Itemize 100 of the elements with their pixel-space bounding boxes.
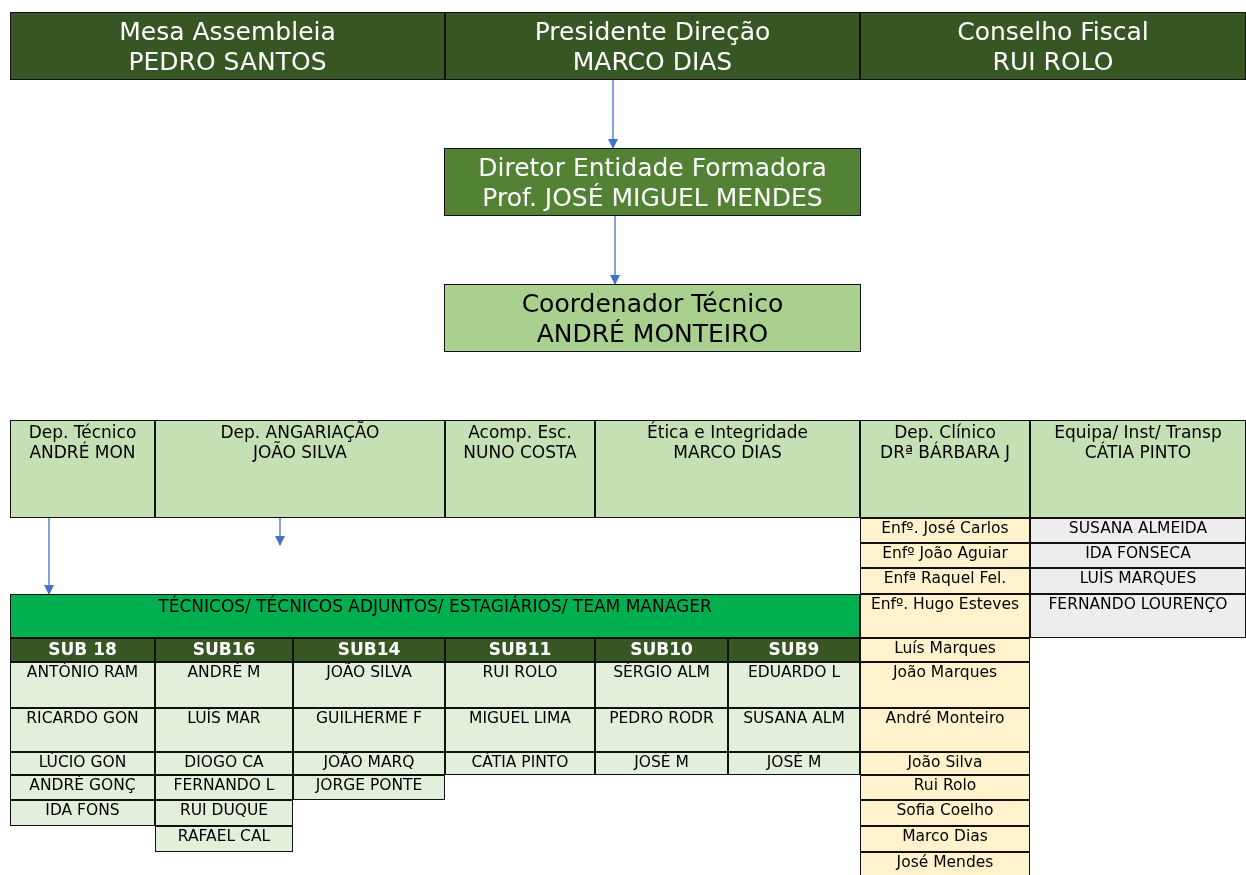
arrow — [610, 215, 620, 285]
person-name: RICARDO GON — [25, 709, 140, 728]
role-title: Acomp. Esc. — [467, 422, 573, 443]
person-name: RUI ROLO — [991, 47, 1115, 77]
person-name: João Marques — [891, 663, 999, 682]
role-title: Equipa/ Inst/ Transp — [1053, 422, 1223, 443]
clinical-staff-cell — [860, 518, 1030, 543]
person-name: CÁTIA PINTO — [1084, 442, 1192, 463]
coach-cell — [595, 708, 728, 752]
person-name: NUNO COSTA — [462, 442, 578, 463]
director-box — [444, 148, 861, 216]
department-box — [1030, 420, 1246, 518]
coach-cell — [293, 752, 445, 775]
coach-cell — [155, 662, 293, 708]
coach-cell — [595, 752, 728, 775]
person-name: SÉRGIO ALM — [612, 663, 711, 682]
person-name: IDA FONSECA — [1084, 544, 1192, 563]
person-name: SUSANA ALM — [742, 709, 846, 728]
person-name: FERNANDO L — [172, 776, 276, 795]
clinical-staff-cell — [860, 638, 1030, 662]
header-text: SUB 18 — [47, 639, 118, 660]
logistics-staff-cell — [1030, 568, 1246, 594]
person-name: JOÃO SILVA — [324, 663, 413, 682]
person-name: DIOGO CA — [183, 753, 265, 772]
person-name: Prof. JOSÉ MIGUEL MENDES — [481, 183, 824, 213]
coach-cell — [728, 708, 860, 752]
person-name: RAFAEL CAL — [176, 827, 272, 846]
arrow — [275, 517, 285, 546]
clinical-staff-cell — [860, 594, 1030, 638]
coach-cell — [595, 662, 728, 708]
person-name: LÚCIO GON — [37, 753, 128, 772]
person-name: DRª BÁRBARA J — [879, 442, 1011, 463]
coach-cell — [10, 662, 155, 708]
clinical-staff-cell — [860, 568, 1030, 594]
role-title: Dep. Clínico — [893, 422, 996, 442]
arrow — [44, 517, 54, 595]
person-name: Enfº João Aguiar — [881, 544, 1009, 563]
person-name: EDUARDO L — [746, 663, 842, 682]
person-name: MARCO DIAS — [672, 442, 783, 463]
header-text: SUB10 — [629, 639, 694, 660]
person-name: José Mendes — [894, 853, 995, 872]
header-text: SUB9 — [767, 639, 821, 660]
person-name: ANDRÉ GONÇ — [28, 776, 137, 795]
header-text: TÉCNICOS/ TÉCNICOS ADJUNTOS/ ESTAGIÁRIOS/ TEAM MANAGER — [157, 596, 713, 617]
person-name: IDA FONS — [44, 801, 121, 820]
header-text: SUB14 — [336, 639, 402, 660]
department-box — [155, 420, 445, 518]
coach-cell — [10, 708, 155, 752]
role-title: Ética e Integridade — [645, 422, 809, 443]
coach-cell — [10, 800, 155, 826]
coach-cell — [293, 708, 445, 752]
clinical-staff-cell — [860, 800, 1030, 826]
role-title: Dep. ANGARIAÇÃO — [219, 422, 381, 443]
person-name: Marco Dias — [901, 827, 989, 846]
person-name: CÁTIA PINTO — [470, 753, 570, 772]
person-name: André Monteiro — [884, 709, 1006, 728]
role-title: Diretor Entidade Formadora — [477, 153, 828, 183]
person-name: JORGE PONTE — [314, 776, 424, 795]
person-name: PEDRO SANTOS — [127, 47, 328, 77]
person-name: JOSÉ M — [765, 753, 823, 772]
person-name: Enfº. Hugo Esteves — [869, 595, 1021, 614]
clinical-staff-cell — [860, 775, 1030, 800]
person-name: MIGUEL LIMA — [468, 709, 572, 728]
age-group-header — [293, 638, 445, 662]
person-name: FERNANDO LOURENÇO — [1047, 595, 1229, 614]
coach-cell — [155, 775, 293, 800]
coach-cell — [445, 708, 595, 752]
coach-cell — [445, 662, 595, 708]
person-name: ANTÓNIO RAM — [25, 663, 140, 682]
person-name: RUI DUQUE — [178, 801, 270, 820]
coach-cell — [155, 708, 293, 752]
person-name: ANDRÉ MONTEIRO — [535, 319, 770, 349]
age-group-header — [595, 638, 728, 662]
clinical-staff-cell — [860, 752, 1030, 775]
clinical-staff-cell — [860, 543, 1030, 568]
coach-cell — [728, 752, 860, 775]
person-name: Sofia Coelho — [895, 801, 995, 820]
age-group-header — [445, 638, 595, 662]
person-name: João Silva — [905, 753, 984, 772]
board-box — [860, 12, 1246, 80]
coach-cell — [293, 662, 445, 708]
age-group-header — [728, 638, 860, 662]
board-box — [445, 12, 860, 80]
logistics-staff-cell — [1030, 543, 1246, 568]
person-name: Enfª Raquel Fel. — [882, 569, 1008, 588]
logistics-staff-cell — [1030, 594, 1246, 638]
person-name: Enfº. José Carlos — [880, 519, 1010, 538]
logistics-staff-cell — [1030, 518, 1246, 543]
clinical-staff-cell — [860, 852, 1030, 875]
person-name: ANDRÉ M — [186, 663, 262, 682]
coach-cell — [10, 752, 155, 775]
person-name: LUÍS MARQUES — [1078, 569, 1198, 588]
clinical-staff-cell — [860, 708, 1030, 752]
role-title: Presidente Direção — [533, 17, 772, 47]
person-name: MARCO DIAS — [571, 47, 734, 77]
staff-header-box — [10, 594, 860, 638]
role-title: Coordenador Técnico — [520, 289, 785, 319]
person-name: LUÍS MAR — [186, 709, 262, 728]
person-name: GUILHERME F — [315, 709, 423, 728]
header-text: SUB11 — [487, 639, 553, 660]
